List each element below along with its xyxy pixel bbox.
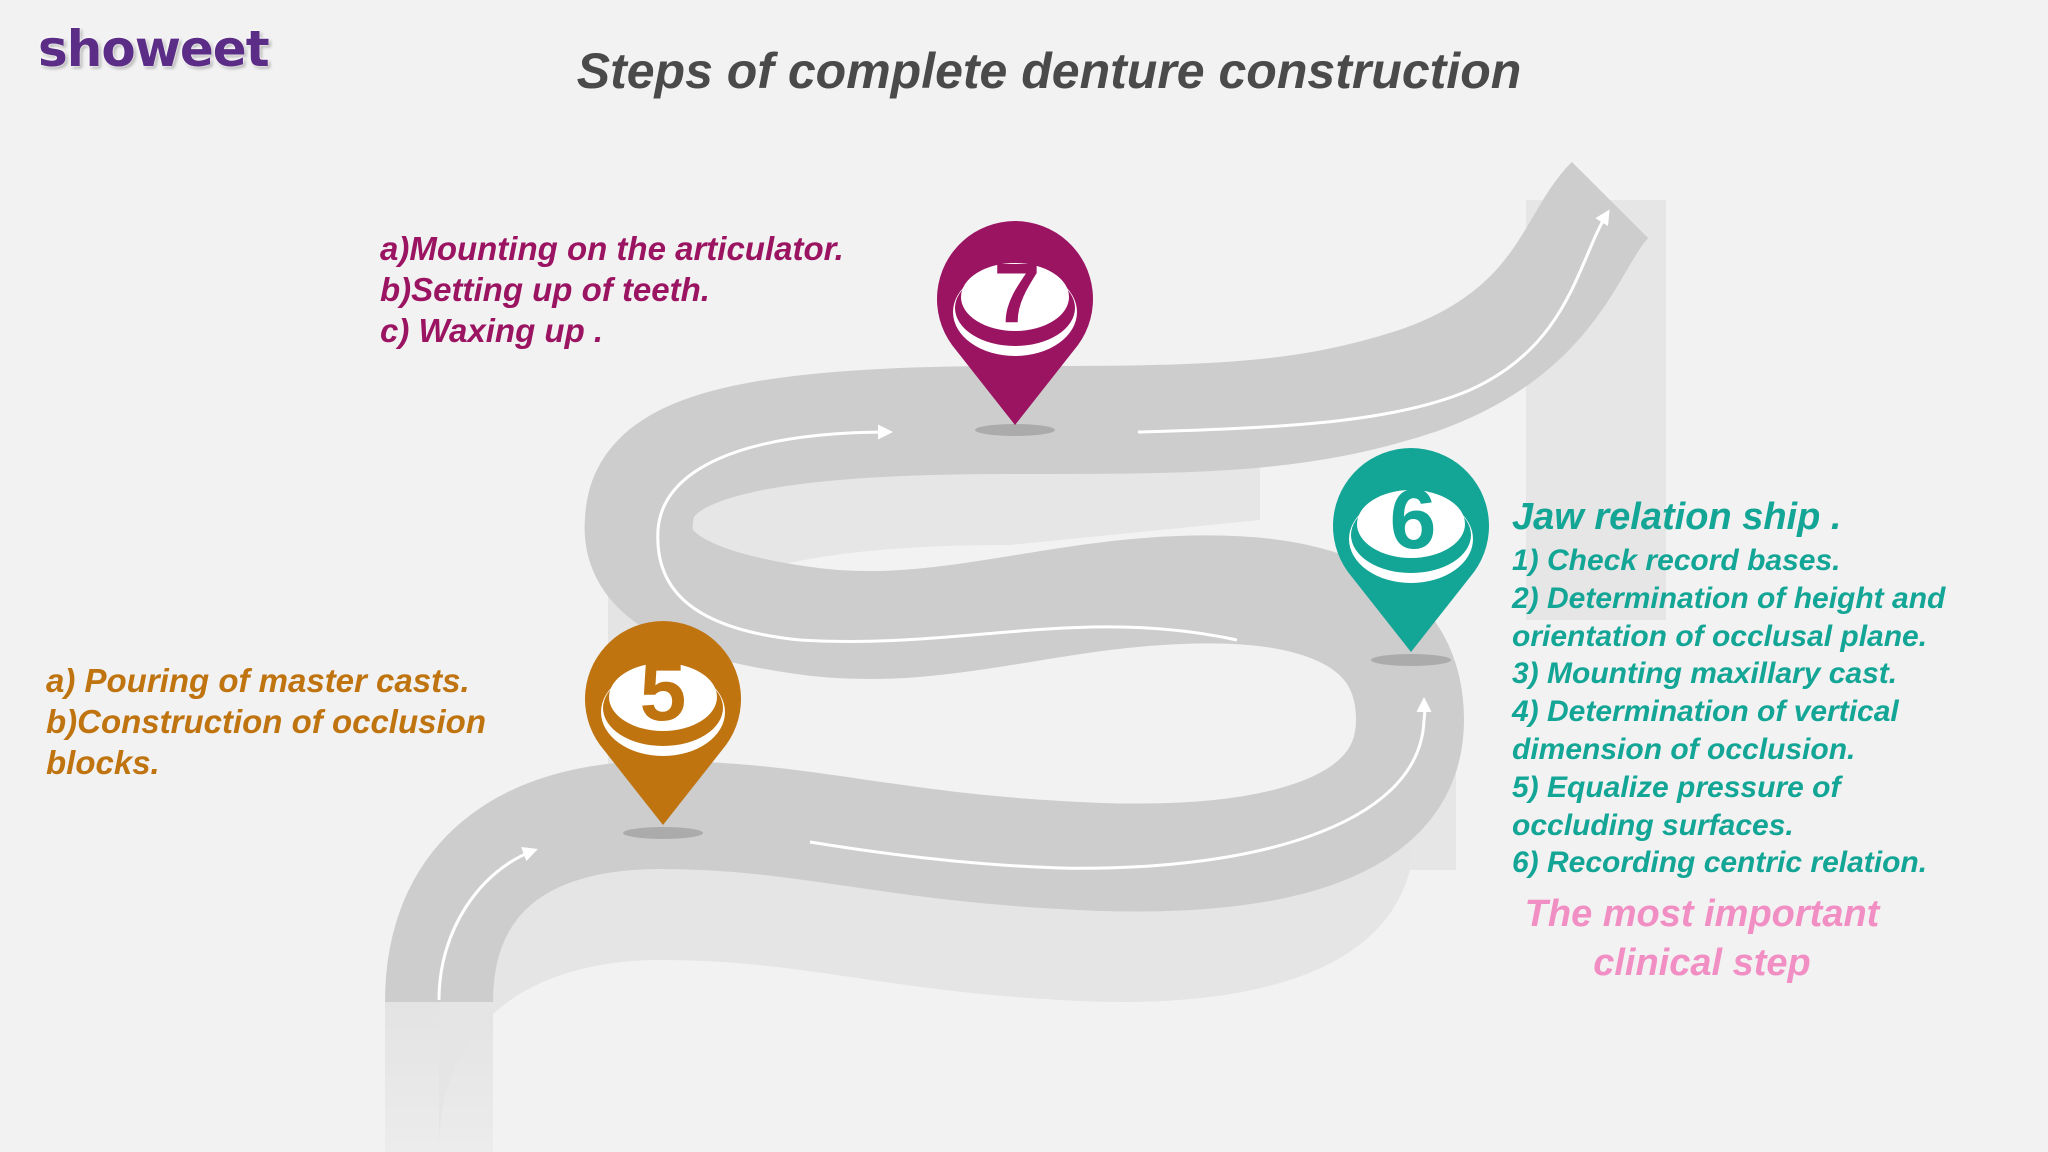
step-7-number: 7 [994, 246, 1041, 340]
road-surface [385, 161, 1651, 1004]
step-6-line: 3) Mounting maxillary cast. [1512, 657, 1898, 691]
step-7-line: c) Waxing up . [380, 312, 604, 349]
step-5-line: b)Construction of occlusion [46, 703, 486, 740]
step-7-text: a)Mounting on the articulator. b)Setting… [380, 228, 844, 351]
step-6-text: Jaw relation ship . 1) Check record base… [1512, 492, 1945, 882]
pin-shadows [623, 424, 1451, 839]
step-5-text: a) Pouring of master casts. b)Constructi… [46, 660, 486, 783]
step-5-pin: 5 [585, 621, 741, 825]
note-line: The most important [1524, 893, 1880, 935]
step-6-line: 5) Equalize pressure of [1512, 770, 1841, 804]
step-6-line: dimension of occlusion. [1512, 732, 1856, 766]
step-6-number: 6 [1390, 472, 1437, 566]
step-7-pin: 7 [937, 221, 1093, 425]
step-5-line: a) Pouring of master casts. [46, 662, 470, 699]
step-5-number: 5 [640, 644, 687, 738]
step-6-heading: Jaw relation ship . [1512, 496, 1842, 538]
showeet-logo: showeet [38, 14, 318, 84]
logo-text: showeet [38, 20, 270, 78]
step-6-pin: 6 [1333, 448, 1490, 652]
step-6-line: occluding surfaces. [1512, 808, 1794, 842]
step-6-line: 6) Recording centric relation. [1512, 846, 1928, 880]
page-title: Steps of complete denture construction [576, 43, 1522, 99]
step-7-line: a)Mounting on the articulator. [380, 230, 844, 267]
step-5-line: blocks. [46, 744, 160, 781]
step-6-line: 1) Check record bases. [1512, 544, 1841, 577]
step-6-line: orientation of occlusal plane. [1512, 619, 1928, 653]
step-6-line: 4) Determination of vertical [1512, 695, 1899, 729]
step-7-line: b)Setting up of teeth. [380, 271, 710, 308]
road-markings [437, 209, 1610, 1001]
step-6-note: The most important clinical step [1512, 890, 1892, 988]
note-line: clinical step [1593, 942, 1811, 984]
direction-arrow-icon [437, 847, 538, 1001]
step-6-line: 2) Determination of height and [1512, 581, 1946, 615]
